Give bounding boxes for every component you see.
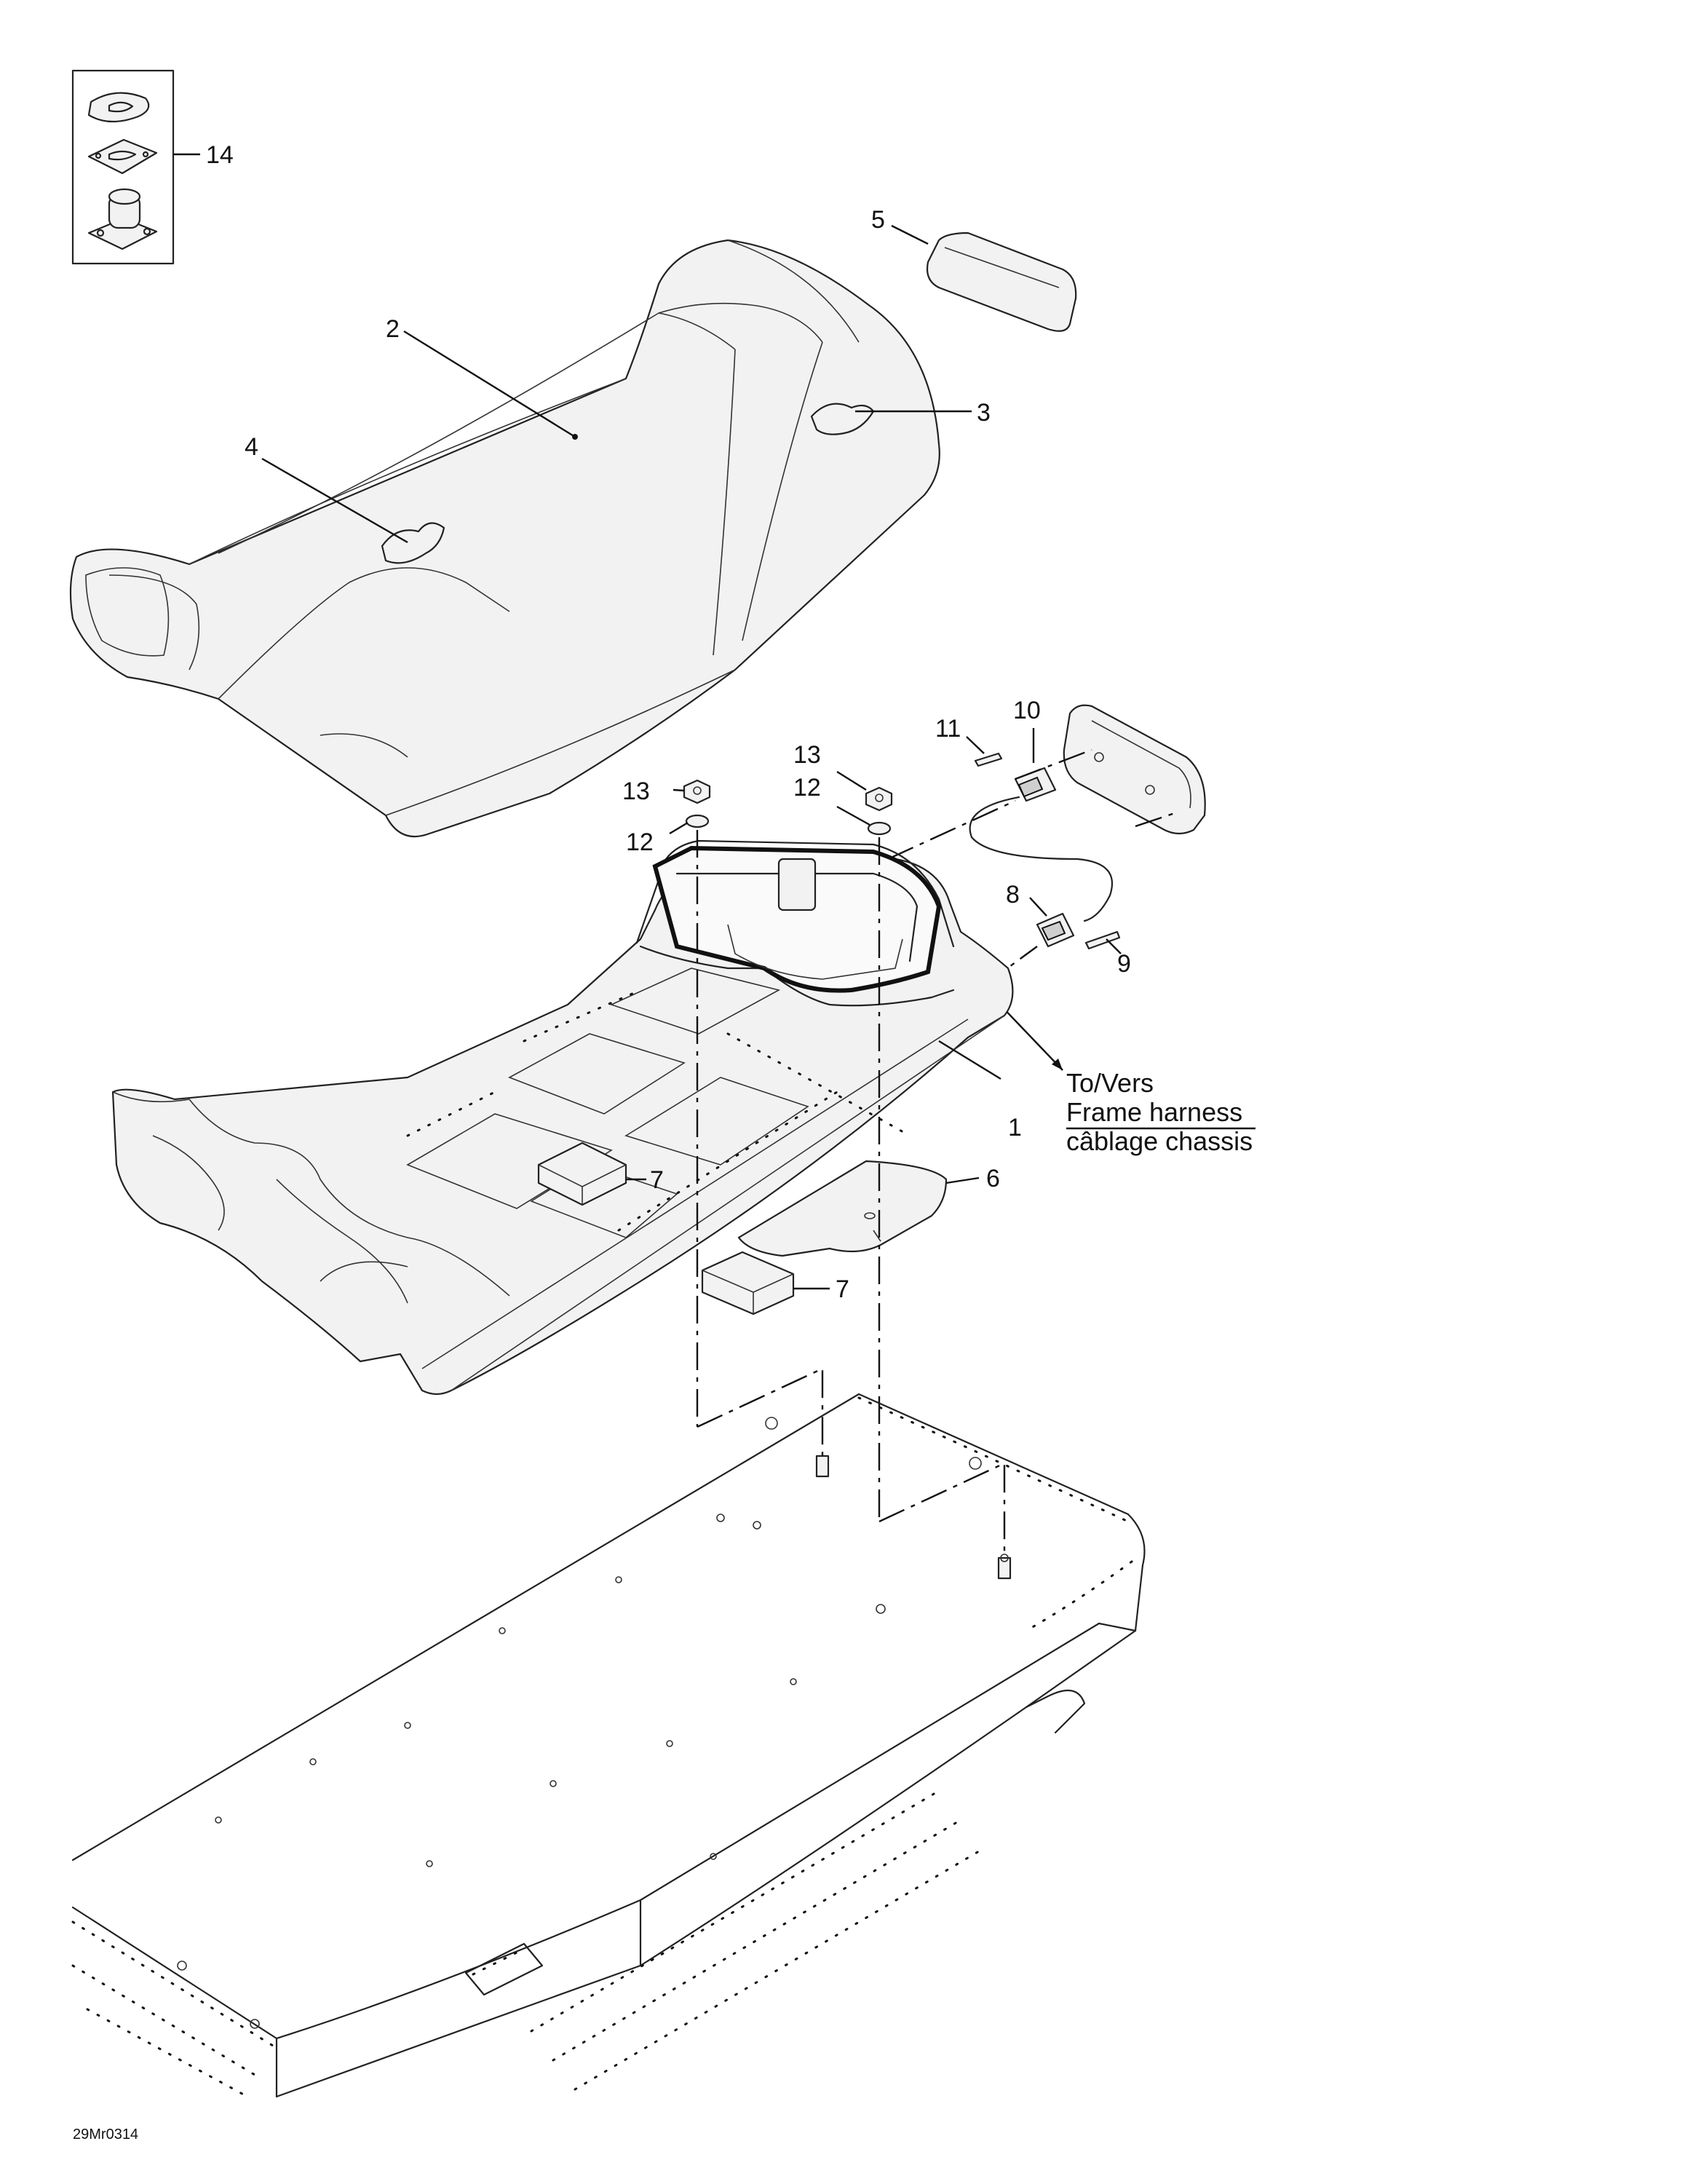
leader-12-right [836,805,870,826]
leader-12-left [669,821,689,835]
taillight-housing [1063,704,1206,835]
callout-6: 6 [986,1165,1000,1192]
dash-offset-right [878,1462,1006,1565]
callout-7-upper: 7 [650,1166,664,1194]
leader-13-right [836,770,867,791]
leader-2-dot [572,434,578,440]
leader-9 [1106,938,1122,954]
leader-8 [1029,897,1047,917]
note-line-1: To/Vers [1066,1068,1154,1098]
leader-1 [938,1040,1001,1080]
callout-12-left: 12 [626,828,654,856]
nut-part-13-right [865,786,893,812]
callout-5: 5 [871,206,885,234]
callout-11: 11 [935,715,961,743]
leader-11 [966,736,985,754]
dash-taillight-right [1135,810,1180,828]
callout-12-right: 12 [793,774,821,802]
callout-2: 2 [386,315,400,343]
callout-14: 14 [206,141,234,169]
leader-4 [261,457,408,544]
dash-to-taillight [887,799,1016,860]
callout-1: 1 [1008,1114,1022,1142]
screw-part-11 [974,752,1003,767]
callout-10: 10 [1013,697,1041,724]
block-part-7-upper [537,1142,627,1206]
terminal-part-9 [1084,930,1121,950]
washer-part-12-left [685,814,710,828]
spacer-part-6 [737,1160,948,1257]
callout-13-left: 13 [622,778,650,805]
leader-2 [403,330,576,438]
inset-box-part-14 [71,69,175,265]
seat-part-2 [69,239,940,838]
connector-part-10 [1014,767,1057,802]
tunnel-frame [71,1393,1146,2098]
stud-right [997,1556,1012,1580]
callout-4: 4 [245,433,258,461]
callout-13-right: 13 [793,741,821,769]
callout-9: 9 [1117,950,1131,978]
arrow-to-frame-harness [1052,1059,1063,1070]
callout-7-lower: 7 [836,1275,849,1303]
dash-10-taillight [1015,748,1092,780]
leader-13-left [673,788,685,792]
nut-part-13-left [683,779,711,804]
washer-part-12-right [867,821,892,836]
callout-3: 3 [977,399,991,427]
note-line-3: câblage chassis [1066,1126,1253,1156]
harness-wire [969,796,1114,922]
dash-offset-left [697,1367,824,1463]
connector-part-8 [1036,912,1075,948]
note-line-2: Frame harness [1066,1097,1242,1127]
leader-6 [945,1176,980,1184]
callout-8: 8 [1006,881,1020,909]
block-part-7-lower [701,1251,795,1315]
drawing-code: 29Mr0314 [73,2126,138,2143]
stud-left [815,1455,830,1478]
pad-part-5 [926,232,1077,332]
leader-5 [891,224,929,245]
label-part-4 [381,522,445,564]
seat-base-part-1 [111,839,1014,1396]
